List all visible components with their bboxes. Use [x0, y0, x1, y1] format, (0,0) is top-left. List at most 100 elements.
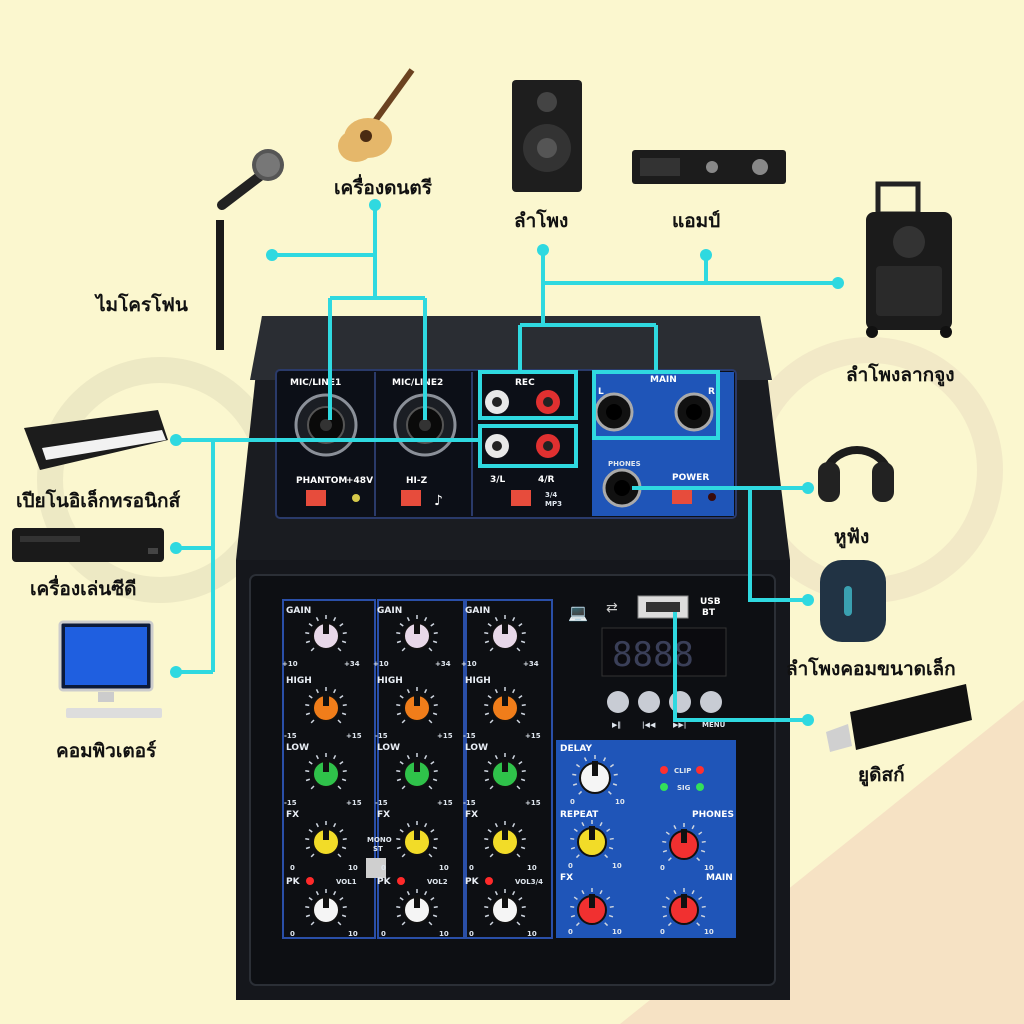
low-max-3: +15	[525, 799, 541, 807]
gain-min-2: +10	[373, 660, 389, 668]
high-knob-3[interactable]	[484, 687, 526, 724]
st-label: ST	[373, 845, 383, 853]
phones-min: 0	[660, 864, 665, 872]
phantom-led	[352, 494, 360, 502]
next-button[interactable]	[669, 691, 691, 713]
vol-knob-2[interactable]	[396, 889, 438, 926]
play-icon: ▶‖	[612, 721, 621, 730]
main-out-left-jack-icon[interactable]	[594, 392, 634, 432]
computer-icon	[58, 620, 162, 718]
main-label: MAIN	[650, 375, 677, 385]
vol-label-2: VOL2	[427, 878, 448, 886]
gain-max-3: +34	[523, 660, 539, 668]
amplifier-icon	[632, 150, 786, 184]
rec-rca-right-icon[interactable]	[536, 390, 560, 414]
delay-knob[interactable]	[572, 755, 618, 795]
display-digits: 8888	[612, 635, 694, 675]
low-knob-3[interactable]	[484, 753, 526, 790]
vol-max-3: 10	[527, 930, 537, 938]
phones-jack-label: PHONES	[608, 460, 641, 468]
hiz-button[interactable]	[401, 490, 421, 506]
fx-master-knob[interactable]	[570, 888, 614, 927]
clip-led-right	[696, 766, 704, 774]
play-button[interactable]	[607, 691, 629, 713]
high-min-1: -15	[284, 732, 297, 740]
bt-label: BT	[702, 608, 716, 618]
power-label: POWER	[672, 473, 709, 483]
high-label-2: HIGH	[377, 676, 403, 686]
power-button[interactable]	[672, 490, 692, 504]
phones-knob[interactable]	[662, 823, 706, 862]
high-label-1: HIGH	[286, 676, 312, 686]
usb-label: USB	[700, 597, 721, 607]
sig-led-right	[696, 783, 704, 791]
headphones-icon	[818, 446, 894, 502]
menu-button[interactable]	[700, 691, 722, 713]
main-r-label: R	[708, 387, 715, 397]
fx-knob-1[interactable]	[305, 821, 347, 858]
in-rca-left-icon[interactable]	[485, 434, 509, 458]
mp3-label-b: MP3	[545, 500, 562, 508]
usb-drive-label: ยูดิสก์	[858, 764, 905, 786]
clip-led-left	[660, 766, 668, 774]
vol-max-2: 10	[439, 930, 449, 938]
amp-label: แอมป์	[672, 210, 721, 232]
delay-max: 10	[615, 798, 625, 806]
vol-min-3: 0	[469, 930, 474, 938]
gain-min-3: +10	[461, 660, 477, 668]
delay-min: 0	[570, 798, 575, 806]
prev-button[interactable]	[638, 691, 660, 713]
repeat-max: 10	[612, 862, 622, 870]
mp3-button[interactable]	[511, 490, 531, 506]
plus48v-label: +48V	[346, 476, 373, 486]
computer-label: คอมพิวเตอร์	[56, 740, 157, 762]
pk-label-2: PK	[377, 877, 392, 887]
repeat-knob[interactable]	[570, 820, 614, 859]
low-knob-1[interactable]	[305, 753, 347, 790]
main-out-right-jack-icon[interactable]	[674, 392, 714, 432]
low-max-2: +15	[437, 799, 453, 807]
phantom-button[interactable]	[306, 490, 326, 506]
fx-max-1: 10	[348, 864, 358, 872]
in-rca-right-icon[interactable]	[536, 434, 560, 458]
fx-master-min: 0	[568, 928, 573, 936]
rec-label: REC	[515, 378, 535, 388]
keyboard-label: เปียโนอิเล็กทรอนิกส์	[16, 490, 181, 512]
fx-label-2: FX	[377, 810, 390, 820]
main-l-label: L	[598, 387, 604, 397]
fx-knob-2[interactable]	[396, 821, 438, 858]
main-knob[interactable]	[662, 888, 706, 927]
instrument-label: เครื่องดนตรี	[334, 177, 432, 199]
rec-rca-left-icon[interactable]	[485, 390, 509, 414]
microphone-icon	[216, 149, 284, 350]
vol-max-1: 10	[348, 930, 358, 938]
gain-max-1: +34	[344, 660, 360, 668]
cd-player-label: เครื่องเล่นซีดี	[30, 578, 137, 600]
fx-min-1: 0	[290, 864, 295, 872]
ch3l-label: 3/L	[490, 475, 506, 485]
sig-led-left	[660, 783, 668, 791]
gain-knob-2[interactable]	[396, 615, 438, 652]
usb-drive-icon	[826, 684, 972, 752]
vol-knob-3[interactable]	[484, 889, 526, 926]
mono-st-button[interactable]	[366, 858, 386, 878]
gain-knob-3[interactable]	[484, 615, 526, 652]
wires	[170, 199, 844, 726]
gain-knob-1[interactable]	[305, 615, 347, 652]
low-max-1: +15	[346, 799, 362, 807]
fx-knob-3[interactable]	[484, 821, 526, 858]
fx-min-2: 0	[381, 864, 386, 872]
low-knob-2[interactable]	[396, 753, 438, 790]
vol-knob-1[interactable]	[305, 889, 347, 926]
high-knob-2[interactable]	[396, 687, 438, 724]
next-icon: ▶▶|	[673, 721, 686, 730]
headphones-label: หูฟัง	[834, 526, 870, 548]
xlr-jack-1-icon[interactable]	[294, 393, 358, 457]
mono-label: MONO	[367, 836, 392, 844]
laptop-icon: 💻	[568, 603, 588, 622]
low-min-2: -15	[375, 799, 388, 807]
high-knob-1[interactable]	[305, 687, 347, 724]
fx-max-3: 10	[527, 864, 537, 872]
sig-label: SIG	[677, 784, 691, 792]
